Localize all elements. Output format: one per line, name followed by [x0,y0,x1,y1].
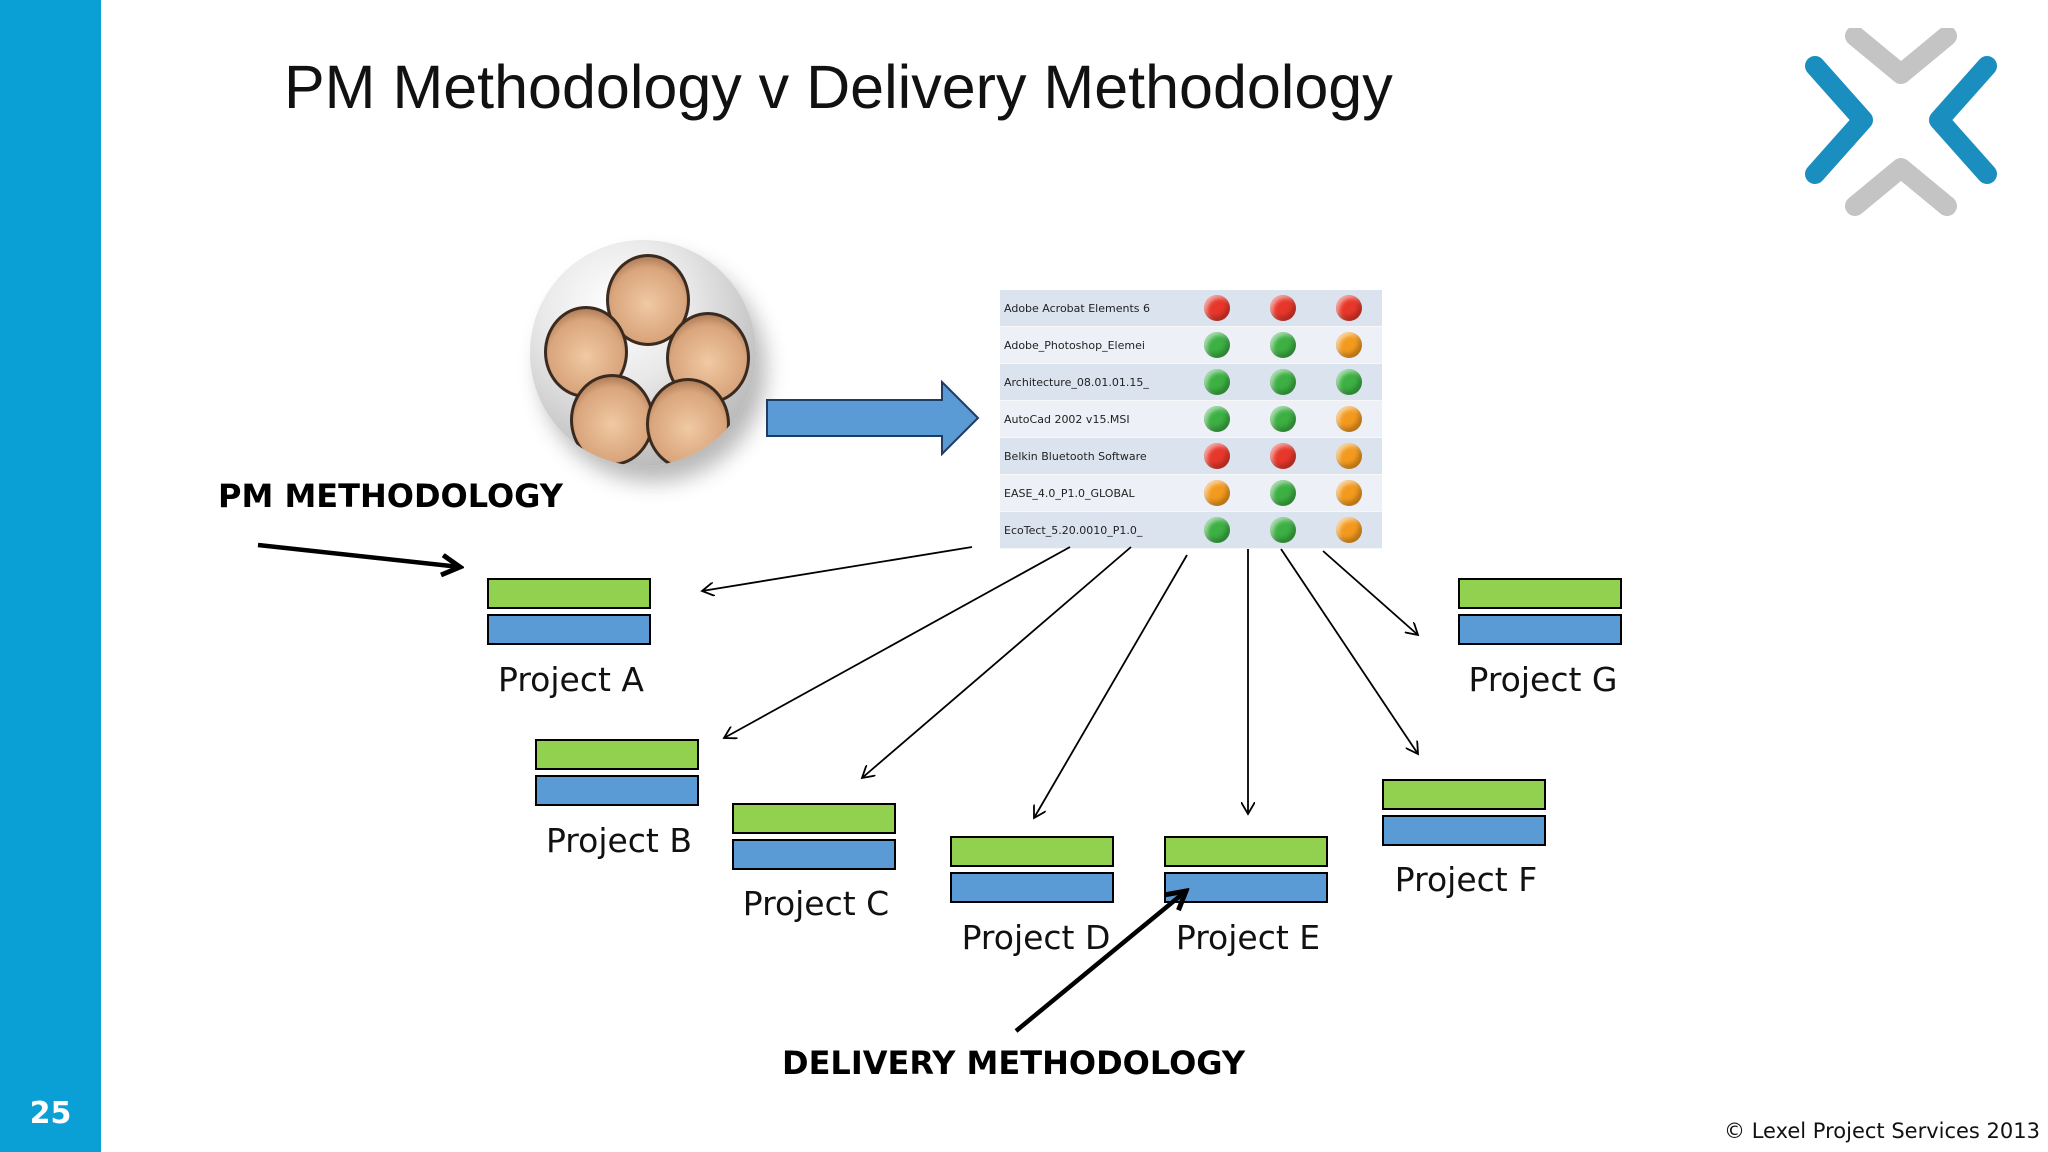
status-cell [1316,443,1382,469]
status-cell [1250,369,1316,395]
project-b-bar-bottom [535,775,699,806]
arrow-to-project-f [1280,548,1418,754]
project-f-label: Project F [1394,860,1538,899]
project-e-bar-bottom [1164,872,1328,903]
project-f-bar-top [1382,779,1546,810]
status-row: EcoTect_5.20.0010_P1.0_ [1000,512,1382,549]
block-arrow [766,379,980,457]
status-row-name: AutoCad 2002 v15.MSI [1004,412,1130,426]
arrow-to-project-g [1322,550,1418,635]
project-b-bar-top [535,739,699,770]
project-a-label: Project A [498,660,644,699]
orange-status-dot-icon [1204,480,1230,506]
red-status-dot-icon [1270,295,1296,321]
orange-status-dot-icon [1336,332,1362,358]
status-cell [1184,369,1250,395]
status-row: Architecture_08.01.01.15_ [1000,364,1382,401]
status-cell [1250,480,1316,506]
project-f-bar-bottom [1382,815,1546,846]
pm-methodology-label: PM METHODOLOGY [218,477,563,515]
status-cell [1184,332,1250,358]
status-row: AutoCad 2002 v15.MSI [1000,401,1382,438]
red-status-dot-icon [1336,295,1362,321]
status-row-name: Adobe Acrobat Elements 6 [1004,301,1150,315]
status-row-name: Adobe_Photoshop_Elemei [1004,338,1145,352]
slide-title: PM Methodology v Delivery Methodology [284,53,1393,121]
status-cell [1250,295,1316,321]
status-cell [1250,406,1316,432]
status-row-name: EASE_4.0_P1.0_GLOBAL [1004,486,1135,500]
project-a-bar-bottom [487,614,651,645]
green-status-dot-icon [1336,369,1362,395]
green-status-dot-icon [1204,517,1230,543]
status-row-name: Belkin Bluetooth Software [1004,449,1147,463]
status-table: Adobe Acrobat Elements 6 Adobe_Photoshop_… [1000,290,1382,549]
project-d-label: Project D [961,918,1111,957]
green-status-dot-icon [1204,332,1230,358]
status-row-name: Architecture_08.01.01.15_ [1004,375,1149,389]
status-row: EASE_4.0_P1.0_GLOBAL [1000,475,1382,512]
orange-status-dot-icon [1336,517,1362,543]
orange-status-dot-icon [1336,480,1362,506]
status-row: Belkin Bluetooth Software [1000,438,1382,475]
arrow-to-project-b [724,546,1071,738]
arrow-to-project-d [1034,554,1188,818]
status-cell [1316,480,1382,506]
red-status-dot-icon [1204,295,1230,321]
status-cell [1316,517,1382,543]
status-cell [1316,406,1382,432]
project-g-label: Project G [1468,660,1618,699]
pm-methodology-arrow [257,542,460,567]
orange-status-dot-icon [1336,406,1362,432]
arrow-to-project-a [702,546,973,591]
status-row: Adobe Acrobat Elements 6 [1000,290,1382,327]
green-status-dot-icon [1270,517,1296,543]
delivery-methodology-label: DELIVERY METHODOLOGY [782,1044,1246,1082]
status-cell [1250,332,1316,358]
red-status-dot-icon [1270,443,1296,469]
green-status-dot-icon [1204,406,1230,432]
project-g-bar-top [1458,578,1622,609]
lexel-x-logo-icon [1805,28,1997,216]
status-row-name: EcoTect_5.20.0010_P1.0_ [1004,523,1143,537]
project-a-bar-top [487,578,651,609]
project-e-label: Project E [1175,918,1321,957]
green-status-dot-icon [1270,369,1296,395]
project-d-bar-bottom [950,872,1114,903]
green-status-dot-icon [1270,406,1296,432]
green-status-dot-icon [1270,480,1296,506]
project-c-label: Project C [742,884,890,923]
delivery-methodology-arrow [1014,891,1186,1033]
status-cell [1316,332,1382,358]
orange-status-dot-icon [1336,443,1362,469]
status-cell [1250,517,1316,543]
project-b-label: Project B [545,821,693,860]
project-c-bar-bottom [732,839,896,870]
project-g-bar-bottom [1458,614,1622,645]
status-cell [1184,295,1250,321]
status-cell [1184,406,1250,432]
status-cell [1316,369,1382,395]
project-e-bar-top [1164,836,1328,867]
status-row: Adobe_Photoshop_Elemei [1000,327,1382,364]
sidebar-accent [0,0,101,1152]
slide-number: 25 [29,1096,72,1131]
project-c-bar-top [732,803,896,834]
face-icon [646,378,730,466]
status-cell [1184,443,1250,469]
arrow-to-project-c [862,546,1132,778]
green-status-dot-icon [1270,332,1296,358]
status-cell [1184,517,1250,543]
status-cell [1316,295,1382,321]
team-globe-icon [530,240,756,466]
red-status-dot-icon [1204,443,1230,469]
status-cell [1184,480,1250,506]
copyright-text: © Lexel Project Services 2013 [1724,1119,2040,1143]
project-d-bar-top [950,836,1114,867]
green-status-dot-icon [1204,369,1230,395]
status-cell [1250,443,1316,469]
